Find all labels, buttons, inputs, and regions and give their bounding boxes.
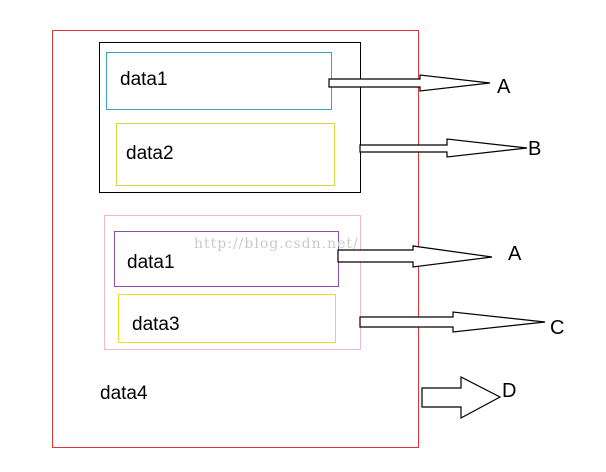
arrow-data1-bottom-to-A: [337, 245, 493, 268]
label-data2: data2: [126, 143, 174, 164]
label-data4: data4: [100, 383, 148, 404]
data2-box: [116, 123, 335, 186]
target-C: C: [550, 317, 565, 339]
target-D: D: [502, 380, 517, 402]
arrow-data4-to-D: [421, 376, 502, 420]
target-A-bottom: A: [508, 243, 522, 265]
target-B: B: [528, 138, 542, 160]
arrow-group1-to-B: [359, 138, 528, 158]
group-box-2: [104, 215, 361, 350]
arrow-data3-to-C: [359, 311, 546, 333]
data3-box: [118, 294, 336, 343]
target-A-top: A: [497, 76, 511, 98]
watermark-text: http://blog.csdn.net/: [194, 236, 359, 252]
label-data1-bottom: data1: [127, 252, 175, 273]
group-box-1: [99, 42, 361, 193]
arrow-data1-top-to-A: [328, 74, 491, 92]
label-data1-top: data1: [120, 69, 168, 90]
outer-box-data4: [52, 30, 419, 448]
label-data3: data3: [132, 314, 180, 335]
